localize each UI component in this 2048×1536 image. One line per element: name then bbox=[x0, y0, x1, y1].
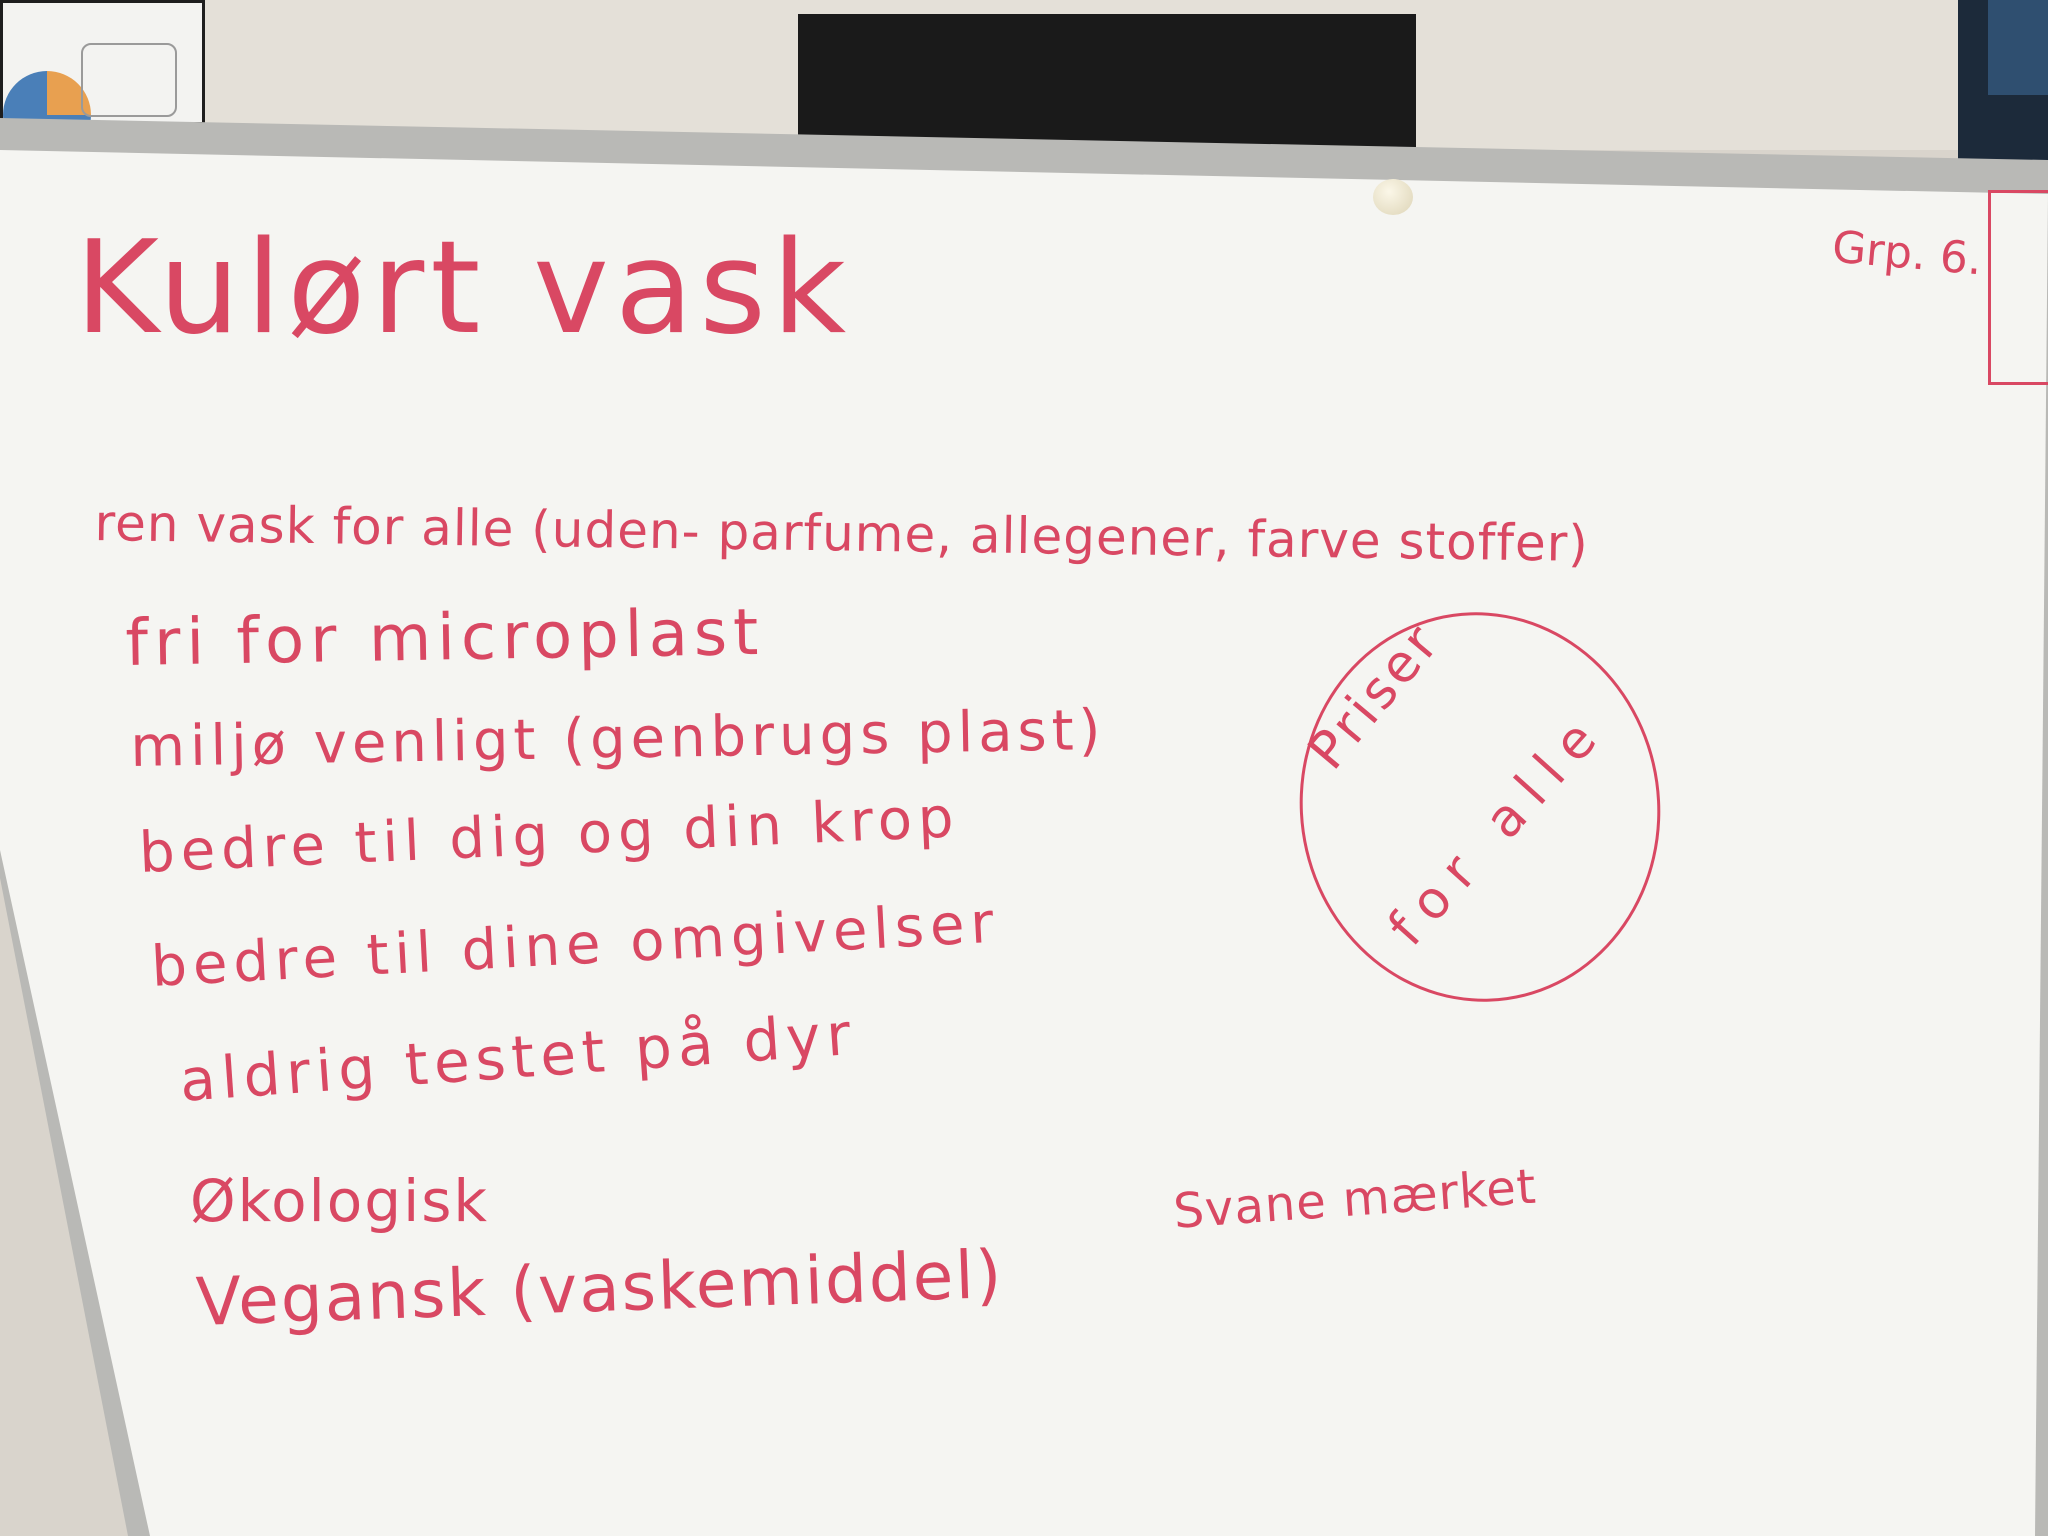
wall-monitor bbox=[798, 14, 1416, 148]
line-3: miljø venligt (genbrugs plast) bbox=[129, 697, 1107, 780]
group-label: Grp. 6. bbox=[1830, 221, 1985, 286]
partial-note-right bbox=[1988, 190, 2048, 385]
wall-poster-left bbox=[0, 0, 205, 159]
wall-poster-right bbox=[1958, 0, 2048, 160]
whiteboard-surface bbox=[0, 150, 2048, 1536]
whiteboard-magnet bbox=[1373, 179, 1413, 215]
line-2: fri for microplast bbox=[124, 595, 765, 681]
board-title: Kulørt vask bbox=[75, 214, 853, 363]
line-7: Økologisk bbox=[190, 1167, 489, 1235]
poster-diagram-box bbox=[81, 43, 177, 117]
